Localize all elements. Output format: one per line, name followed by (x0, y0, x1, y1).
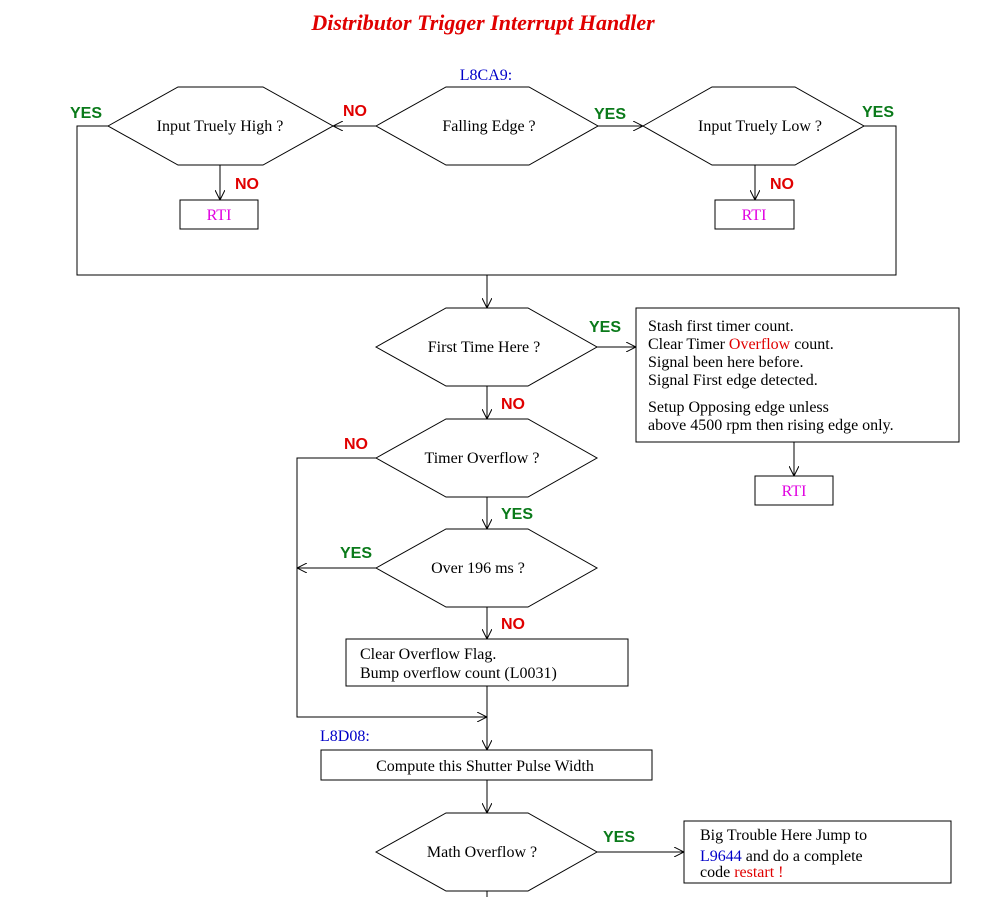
compute-process (320, 749, 653, 781)
no-label: NO (501, 616, 525, 633)
yes-label: YES (594, 106, 626, 123)
yes-label: YES (862, 104, 894, 121)
first-time-here-text: First Time Here ? (428, 339, 540, 356)
stash-line-6: above 4500 rpm then rising edge only. (648, 417, 894, 434)
math-overflow-text: Math Overflow ? (427, 844, 537, 861)
yes-label: YES (589, 319, 621, 336)
timer-no-bypass (296, 457, 487, 717)
yes-label: YES (70, 105, 102, 122)
timer-overflow-text: Timer Overflow ? (425, 450, 540, 467)
compute-text: Compute this Shutter Pulse Width (376, 758, 594, 775)
over-196ms-text: Over 196 ms ? (431, 560, 525, 577)
no-label: NO (343, 103, 367, 120)
big-trouble-line-2: L9644 and do a complete (700, 848, 863, 865)
yes-label: YES (501, 506, 533, 523)
compute-entry-label: L8D08: (320, 728, 370, 745)
big-trouble-line-1: Big Trouble Here Jump to (700, 827, 867, 844)
input-truely-high-text: Input Truely High ? (157, 118, 284, 135)
rti-text: RTI (782, 483, 807, 500)
yes-label: YES (603, 829, 635, 846)
rti-terminal-left (179, 199, 259, 230)
no-label: NO (235, 176, 259, 193)
clear-overflow-line-2: Bump overflow count (L0031) (360, 665, 557, 682)
stash-line-1: Stash first timer count. (648, 318, 794, 335)
l9644-link[interactable]: L9644 (700, 848, 742, 865)
stash-line-5: Setup Opposing edge unless (648, 399, 829, 416)
timer-overflow-decision (374, 418, 599, 498)
rti-text: RTI (742, 207, 767, 224)
no-label: NO (344, 436, 368, 453)
rti-terminal-stash (754, 475, 834, 506)
yes-label: YES (340, 545, 372, 562)
clear-overflow-line-1: Clear Overflow Flag. (360, 646, 496, 663)
big-trouble-line-3: code restart ! (700, 864, 784, 881)
stash-line-2: Clear Timer Overflow count. (648, 336, 834, 353)
stash-process (635, 307, 960, 443)
stash-line-4: Signal First edge detected. (648, 372, 818, 389)
no-label: NO (770, 176, 794, 193)
falling-edge-text: Falling Edge ? (442, 118, 535, 135)
no-label: NO (501, 396, 525, 413)
entry-label: L8CA9: (460, 67, 512, 84)
rti-terminal-right (714, 199, 795, 230)
rti-text: RTI (207, 207, 232, 224)
stash-line-3: Signal been here before. (648, 354, 803, 371)
over-196ms-decision (374, 528, 599, 608)
input-truely-low-text: Input Truely Low ? (698, 118, 822, 135)
diagram-title: Distributor Trigger Interrupt Handler (310, 10, 655, 35)
big-trouble-process (683, 820, 952, 884)
